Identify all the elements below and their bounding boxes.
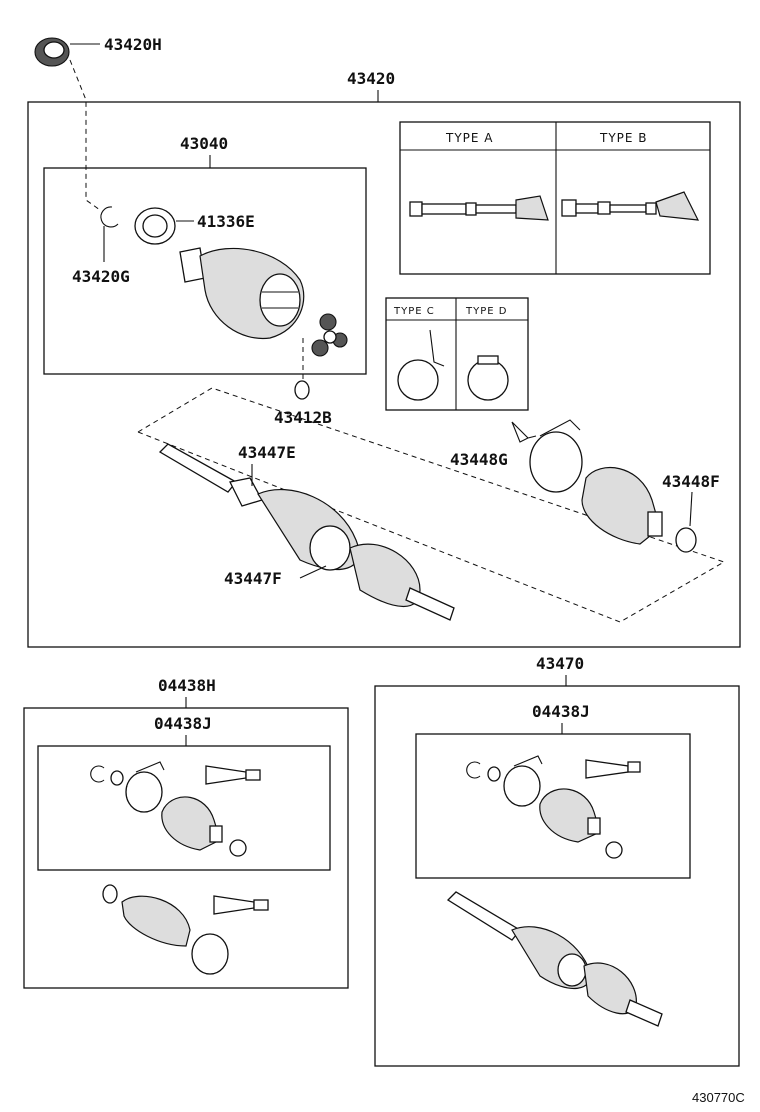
- type-cd-box: [385, 297, 529, 411]
- label-43448F: 43448F: [662, 472, 720, 491]
- snap-ring-43412B: [294, 380, 310, 400]
- label-04438J-right: 04438J: [532, 702, 590, 721]
- label-43470: 43470: [536, 654, 584, 673]
- kit-box-04438J-right: [415, 733, 691, 879]
- cv-boot: [581, 466, 663, 545]
- label-43412B: 43412B: [274, 408, 332, 427]
- drive-shaft-assembly: [158, 443, 455, 621]
- label-type-d: TYPE D: [465, 306, 507, 317]
- label-43447E: 43447E: [238, 443, 296, 462]
- tripod-joint: [311, 313, 348, 357]
- kit-box-04438H: [23, 707, 349, 989]
- label-04438J-left: 04438J: [154, 714, 212, 733]
- label-43420: 43420: [347, 69, 395, 88]
- kit-left-inner-parts: [90, 761, 261, 857]
- figure-code: 430770C: [692, 1090, 745, 1105]
- boot-clamp-43448G: [529, 419, 583, 493]
- kit-left-outer-parts: [102, 884, 269, 975]
- label-43448G: 43448G: [450, 450, 508, 469]
- label-43447F: 43447F: [224, 569, 282, 588]
- clamp-type-c: [397, 329, 445, 401]
- outboard-joint-housing: [179, 247, 305, 340]
- label-type-c: TYPE C: [393, 306, 435, 317]
- label-43420G: 43420G: [72, 267, 130, 286]
- label-41336E: 41336E: [197, 212, 255, 231]
- label-43040: 43040: [180, 134, 228, 153]
- shaft-type-a: [409, 195, 549, 221]
- type-ab-box: [399, 121, 711, 275]
- joint-box-43040: [43, 167, 367, 375]
- assembly-box-43470: [374, 685, 740, 1067]
- kit-box-04438J-left: [37, 745, 331, 871]
- boot-clamp-43448F: [675, 527, 697, 553]
- shaft-type-b: [561, 191, 700, 221]
- label-43420H: 43420H: [104, 35, 162, 54]
- snap-ring-43420G: [100, 206, 119, 228]
- seal-41336E: [134, 207, 176, 245]
- clamp-type-d: [467, 355, 509, 401]
- oil-seal-43420H: [34, 37, 70, 67]
- label-type-a: TYPE A: [445, 131, 494, 145]
- kit-right-inner-parts: [466, 755, 641, 859]
- label-type-b: TYPE B: [599, 131, 648, 145]
- assembly-box-43420: [27, 101, 741, 648]
- label-04438H: 04438H: [158, 676, 216, 695]
- drive-shaft-assembly-43470: [446, 891, 663, 1027]
